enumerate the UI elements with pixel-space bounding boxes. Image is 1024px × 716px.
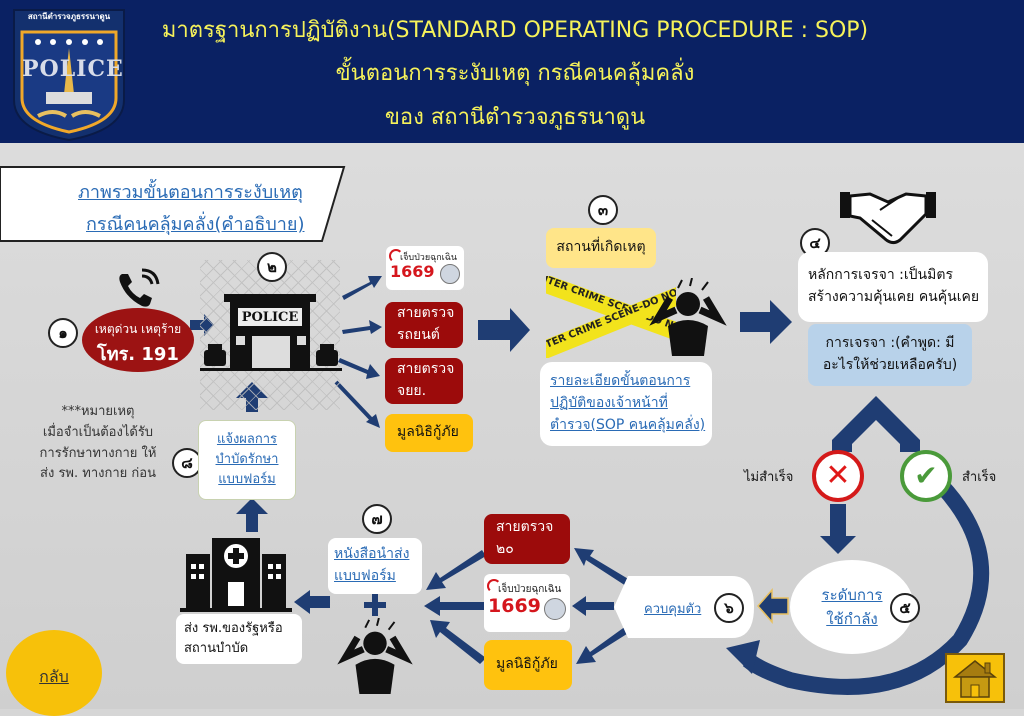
emergency-call-191[interactable]: เหตุด่วน เหตุร้าย โทร. 191 [82, 308, 194, 372]
hospital-line1: ส่ง รพ.ของรัฐหรือ [184, 620, 283, 636]
logo-police-text: POLICE [22, 56, 124, 82]
dispatch-patrol-car[interactable]: สายตรวจ รถยนต์ [385, 302, 463, 348]
step-3-badge: ๓ [588, 195, 618, 225]
distressed-person-icon [648, 277, 728, 356]
report-link-line2[interactable]: บำบัดรักษา [215, 451, 279, 467]
1669-label: เจ็บป่วยฉุกเฉิน [498, 584, 562, 595]
principle-line1: หลักการเจรจา :เป็นมิตร [808, 267, 953, 284]
phone-icon [116, 268, 164, 310]
step-2-badge: ๒ [257, 252, 287, 282]
hospital-icon [180, 536, 292, 612]
return-1669[interactable]: เจ็บป่วยฉุกเฉิน 1669 [484, 574, 570, 632]
phone-red-icon [487, 579, 501, 593]
station-name: ของ สถานีตำรวจภูธรนาดูน [384, 105, 646, 130]
referral-letter-link[interactable]: หนังสือนำส่ง แบบฟอร์ม [328, 538, 422, 594]
sop-link-line1[interactable]: รายละเอียดขั้นตอนการ [550, 373, 691, 390]
hospital-referral-box: ส่ง รพ.ของรัฐหรือ สถานบำบัด [176, 614, 302, 664]
note-line4: ส่ง รพ. ทางกาย ก่อน [40, 466, 156, 482]
1669-number: 1669 [390, 262, 435, 281]
medic-mascot-icon [544, 598, 566, 620]
phone-red-icon [389, 249, 403, 263]
negotiation-principle: หลักการเจรจา :เป็นมิตร สร้างความคุ้นเคย … [798, 252, 988, 322]
sop-details-link[interactable]: รายละเอียดขั้นตอนการ ปฏิบัติของเจ้าหน้าท… [540, 362, 712, 446]
dispatch-patrol-moto[interactable]: สายตรวจ จยย. [385, 358, 463, 404]
fail-label: ไม่สำเร็จ [744, 470, 794, 485]
unit-line2: จยย. [397, 383, 427, 399]
police-station-icon: POLICE [200, 292, 342, 372]
step-6-badge: ๖ [714, 593, 744, 623]
note-line3: การรักษาทางกาย ให้ [39, 445, 157, 461]
unit-line2: ๒๐ [496, 541, 514, 557]
success-icon: ✔ [900, 450, 952, 502]
1669-label: เจ็บป่วยฉุกเฉิน [400, 253, 458, 263]
note-line2: เมื่อจำเป็นต้องได้รับ [42, 424, 154, 440]
unit-line1: มูลนิธิกู้ภัย [496, 656, 558, 673]
return-rescue-foundation[interactable]: มูลนิธิกู้ภัย [484, 640, 572, 690]
page-title: มาตรฐานการปฏิบัติงาน(STANDARD OPERATING … [161, 18, 869, 43]
dispatch-1669[interactable]: เจ็บป่วยฉุกเฉิน 1669 [386, 246, 464, 290]
unit-line1: สายตรวจ [397, 361, 455, 378]
overview-banner[interactable]: ภาพรวมขั้นตอนการระงับเหตุ กรณีคนคลุ้มคลั… [0, 165, 348, 243]
police-sign: POLICE [241, 310, 299, 325]
home-icon [952, 660, 998, 698]
back-button[interactable]: กลับ [6, 630, 102, 716]
dispatch-rescue-foundation[interactable]: มูลนิธิกู้ภัย [385, 414, 473, 452]
distressed-person-icon [334, 617, 416, 694]
1669-number: 1669 [488, 595, 541, 617]
unit-line2: รถยนต์ [397, 327, 440, 343]
call-label: เหตุด่วน เหตุร้าย [94, 322, 182, 336]
fail-icon: ✕ [812, 450, 864, 502]
unit-line1: มูลนิธิกู้ภัย [397, 424, 459, 441]
return-patrol-20[interactable]: สายตรวจ ๒๐ [484, 514, 570, 564]
treatment-report-link[interactable]: แจ้งผลการ บำบัดรักษา แบบฟอร์ม [198, 420, 296, 500]
medic-mascot-icon [440, 264, 460, 284]
principle-line2: สร้างความคุ้นเคย คนคุ้นเคย [808, 289, 980, 305]
force-link-line2[interactable]: ใช้กำลัง [826, 610, 878, 628]
remark-note: ***หมายเหตุ เมื่อจำเป็นต้องได้รับ การรัก… [28, 402, 168, 485]
step-7-badge: ๗ [362, 504, 392, 534]
police-logo: สถานีตำรวจภูธรรนาดูน POLICE [8, 4, 130, 142]
sop-link-line3[interactable]: ตำรวจ(SOP คนคลุ้มคลั่ง) [550, 416, 706, 433]
header-banner [0, 0, 1024, 143]
sop-link-line2[interactable]: ปฏิบัติของเจ้าหน้าที่ [550, 395, 668, 412]
referral-link-line1[interactable]: หนังสือนำส่ง [334, 546, 410, 563]
page-subtitle: ขั้นตอนการระงับเหตุ กรณีคนคลุ้มคลั่ง [335, 61, 695, 86]
handshake-icon [840, 184, 936, 248]
unit-line1: สายตรวจ [397, 305, 455, 322]
incident-scene-label: สถานที่เกิดเหตุ [546, 228, 656, 268]
overview-link-line1[interactable]: ภาพรวมขั้นตอนการระงับเหตุ [78, 182, 303, 203]
unit-line1: สายตรวจ [496, 519, 554, 536]
overview-link-line2[interactable]: กรณีคนคลุ้มคลั่ง(คำอธิบาย) [86, 214, 305, 235]
custody-link[interactable]: ควบคุมตัว [644, 602, 702, 617]
referral-link-line2[interactable]: แบบฟอร์ม [334, 568, 396, 584]
step-1-badge: ๑ [48, 318, 78, 348]
hospital-line2: สถานบำบัด [184, 641, 249, 656]
step-5-badge: ๕ [890, 593, 920, 623]
negotiation-speech: การเจรจา :(คำพูด: มี อะไรให้ช่วยเหลือครั… [808, 324, 972, 386]
success-label: สำเร็จ [962, 470, 997, 485]
note-line1: ***หมายเหตุ [61, 404, 135, 419]
force-link-line1[interactable]: ระดับการ [821, 586, 883, 604]
speech-line1: การเจรจา :(คำพูด: มี [825, 335, 955, 352]
back-label[interactable]: กลับ [39, 666, 69, 686]
logo-caption: สถานีตำรวจภูธรรนาดูน [27, 12, 111, 21]
report-link-line1[interactable]: แจ้งผลการ [216, 431, 278, 447]
report-link-line3[interactable]: แบบฟอร์ม [218, 472, 276, 488]
speech-line2: อะไรให้ช่วยเหลือครับ) [822, 357, 958, 373]
call-number: โทร. 191 [97, 344, 179, 365]
custody-link-box[interactable]: ควบคุมตัว [614, 576, 754, 638]
home-button[interactable] [945, 653, 1005, 703]
